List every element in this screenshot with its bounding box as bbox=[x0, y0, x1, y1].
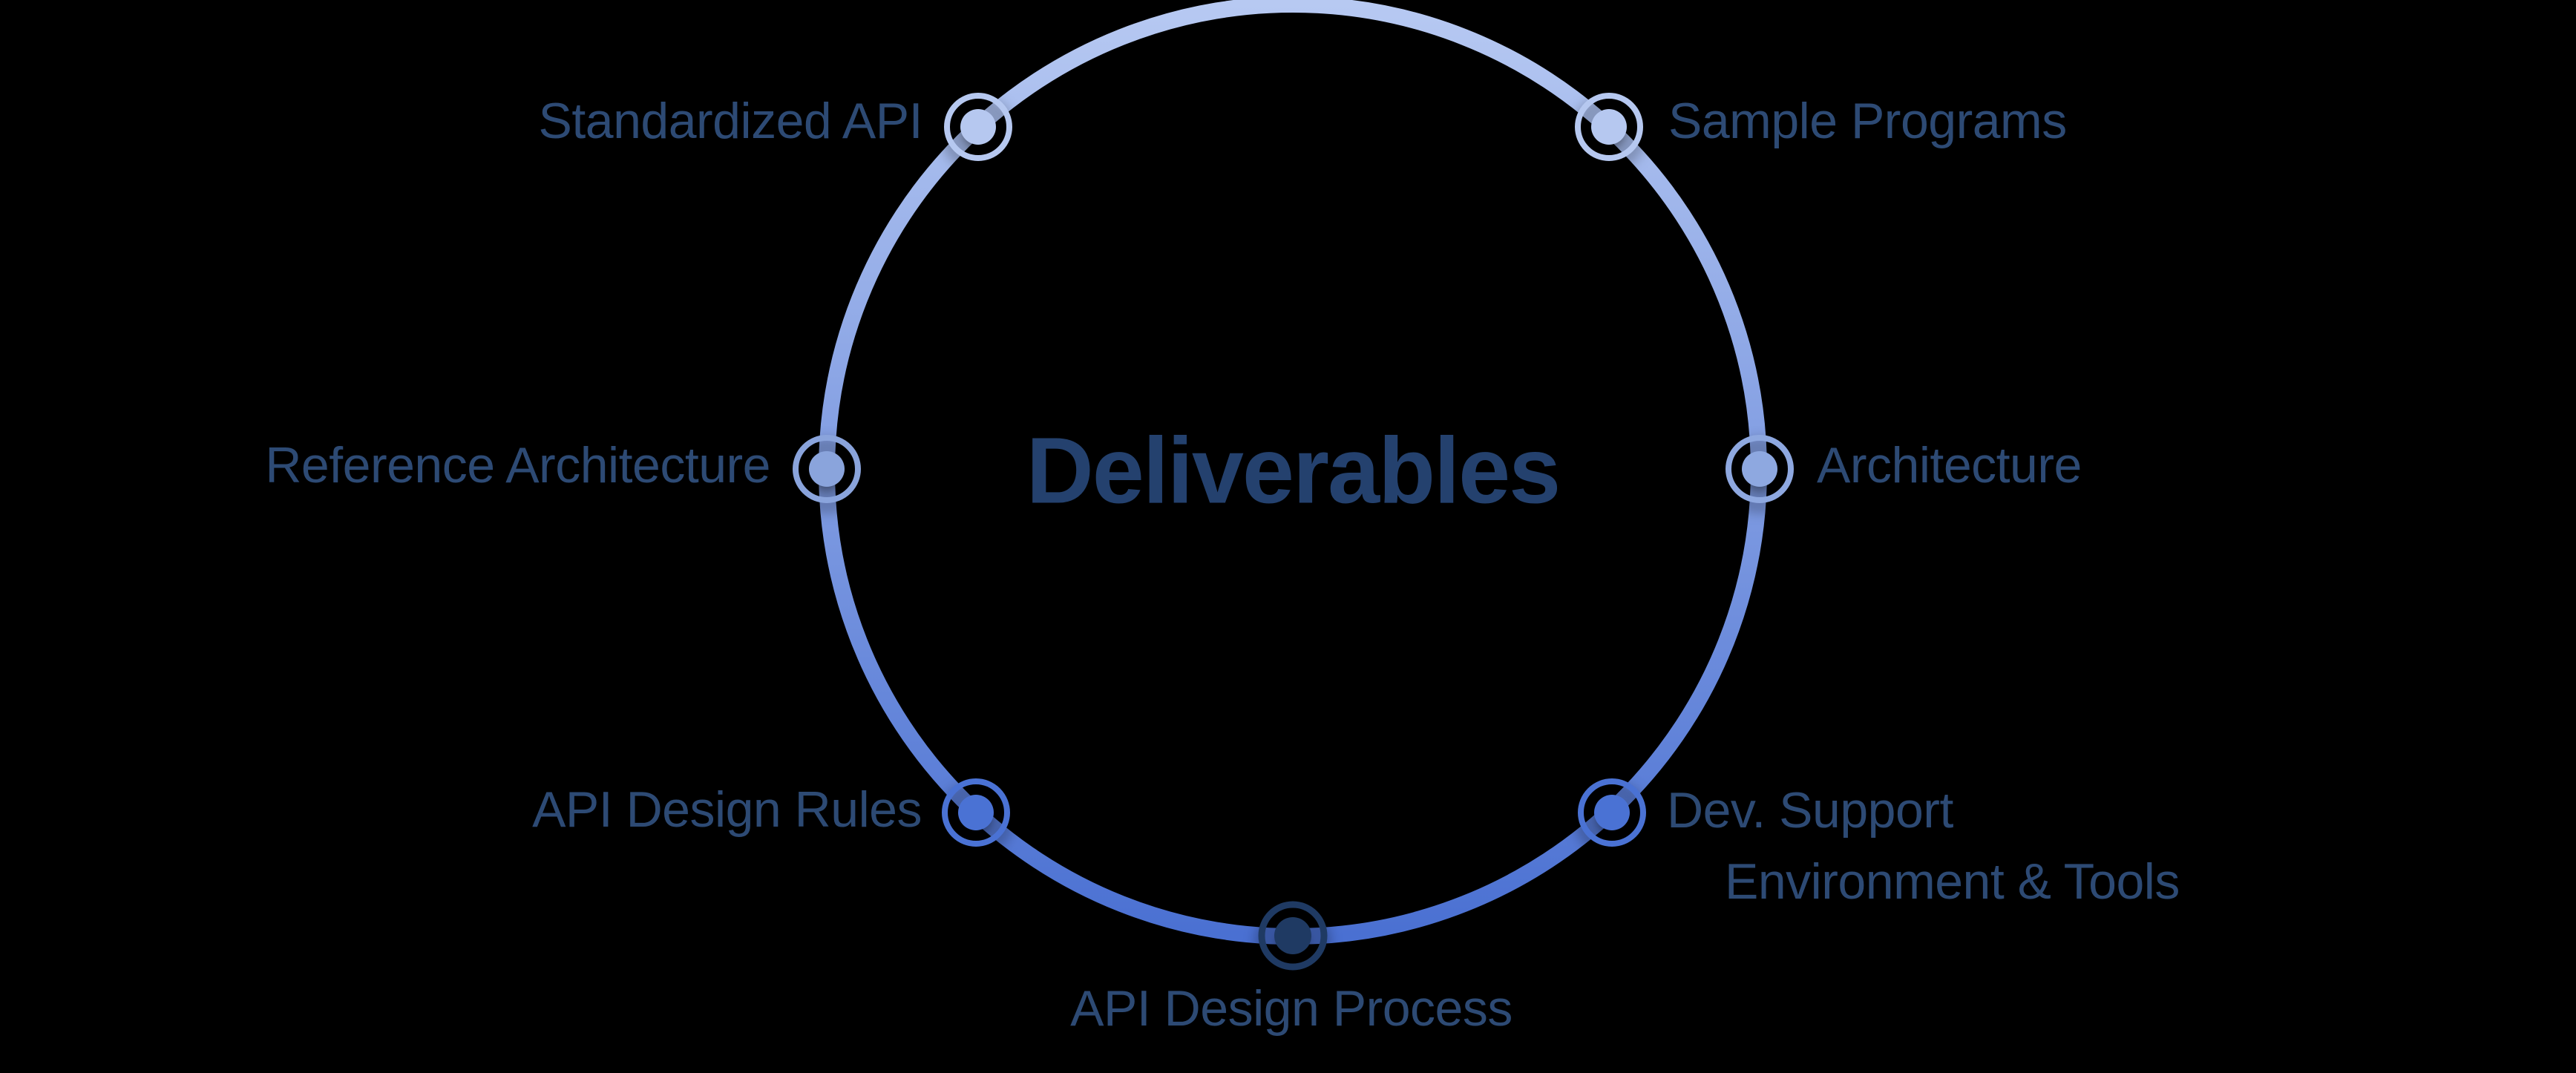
api-design-process-node-ring bbox=[1258, 901, 1328, 971]
standardized-api-label: Standardized API bbox=[538, 93, 923, 149]
api-design-process-node bbox=[1258, 901, 1328, 971]
standardized-api-node-dot bbox=[960, 109, 996, 145]
sample-programs-node-dot bbox=[1591, 109, 1627, 145]
dev-support-label: Dev. Support Environment & Tools bbox=[1667, 775, 2180, 917]
api-design-rules-label: API Design Rules bbox=[532, 781, 922, 838]
dev-support-node-dot bbox=[1594, 795, 1630, 830]
dev-support-node-ring bbox=[1578, 778, 1646, 847]
sample-programs-node bbox=[1575, 93, 1643, 161]
sample-programs-node-ring bbox=[1575, 93, 1643, 161]
architecture-node bbox=[1725, 435, 1794, 503]
diagram-title: Deliverables bbox=[1026, 418, 1561, 523]
reference-architecture-node bbox=[793, 435, 861, 503]
api-design-rules-node-dot bbox=[958, 795, 994, 830]
sample-programs-label: Sample Programs bbox=[1668, 93, 2067, 149]
architecture-node-dot bbox=[1742, 451, 1777, 487]
reference-architecture-label: Reference Architecture bbox=[265, 437, 770, 493]
standardized-api-node bbox=[944, 93, 1012, 161]
api-design-rules-node bbox=[942, 778, 1010, 847]
dev-support-node bbox=[1578, 778, 1646, 847]
dev-support-label-line1: Dev. Support bbox=[1667, 782, 1953, 839]
reference-architecture-node-dot bbox=[809, 451, 845, 487]
architecture-node-ring bbox=[1725, 435, 1794, 503]
standardized-api-node-ring bbox=[944, 93, 1012, 161]
architecture-label: Architecture bbox=[1817, 437, 2082, 493]
reference-architecture-node-ring bbox=[793, 435, 861, 503]
dev-support-label-line2: Environment & Tools bbox=[1725, 853, 2180, 910]
api-design-process-label: API Design Process bbox=[1070, 980, 1513, 1037]
api-design-process-node-dot bbox=[1274, 917, 1311, 954]
api-design-rules-node-ring bbox=[942, 778, 1010, 847]
